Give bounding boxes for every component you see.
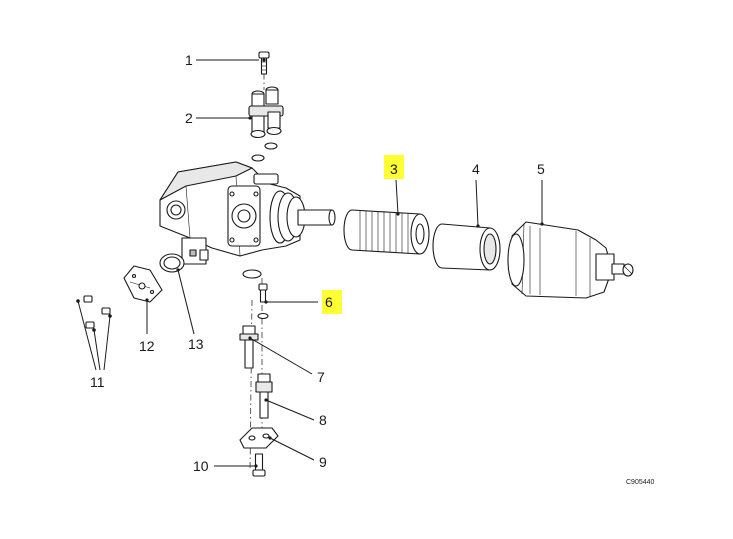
highlight-6 bbox=[322, 290, 342, 314]
part-9-bracket bbox=[239, 427, 279, 449]
callout-10: 10 bbox=[193, 458, 209, 474]
callout-7: 7 bbox=[317, 369, 325, 385]
callout-13: 13 bbox=[188, 336, 204, 352]
part-10-bolt bbox=[252, 453, 266, 477]
part-6-bleed-screw bbox=[257, 283, 269, 320]
callout-12: 12 bbox=[139, 338, 155, 354]
part-1-screw bbox=[258, 51, 270, 75]
callout-9: 9 bbox=[319, 454, 327, 470]
part-5-bowl bbox=[507, 221, 634, 299]
part-2-connectors bbox=[248, 86, 284, 162]
part-4-sleeve bbox=[432, 223, 501, 271]
leader-lines bbox=[77, 58, 544, 468]
part-7-fitting bbox=[239, 325, 259, 369]
highlight-3 bbox=[384, 155, 404, 179]
part-11-screws bbox=[76, 295, 112, 332]
main-housing bbox=[159, 161, 336, 265]
part-3-filter-element bbox=[343, 209, 430, 255]
drawing-ref: C905440 bbox=[626, 479, 655, 486]
callout-1: 1 bbox=[185, 52, 193, 68]
part-13-o-ring bbox=[159, 253, 185, 273]
callout-4: 4 bbox=[472, 161, 480, 177]
part-oring-upper bbox=[242, 269, 262, 279]
part-12-cover bbox=[123, 265, 163, 303]
callout-5: 5 bbox=[537, 161, 545, 177]
callout-8: 8 bbox=[319, 412, 327, 428]
callout-11: 11 bbox=[90, 374, 105, 390]
callout-2: 2 bbox=[185, 110, 193, 126]
callout-3: 3 bbox=[390, 161, 398, 177]
part-8-fitting bbox=[255, 373, 273, 419]
callout-6: 6 bbox=[325, 294, 333, 310]
